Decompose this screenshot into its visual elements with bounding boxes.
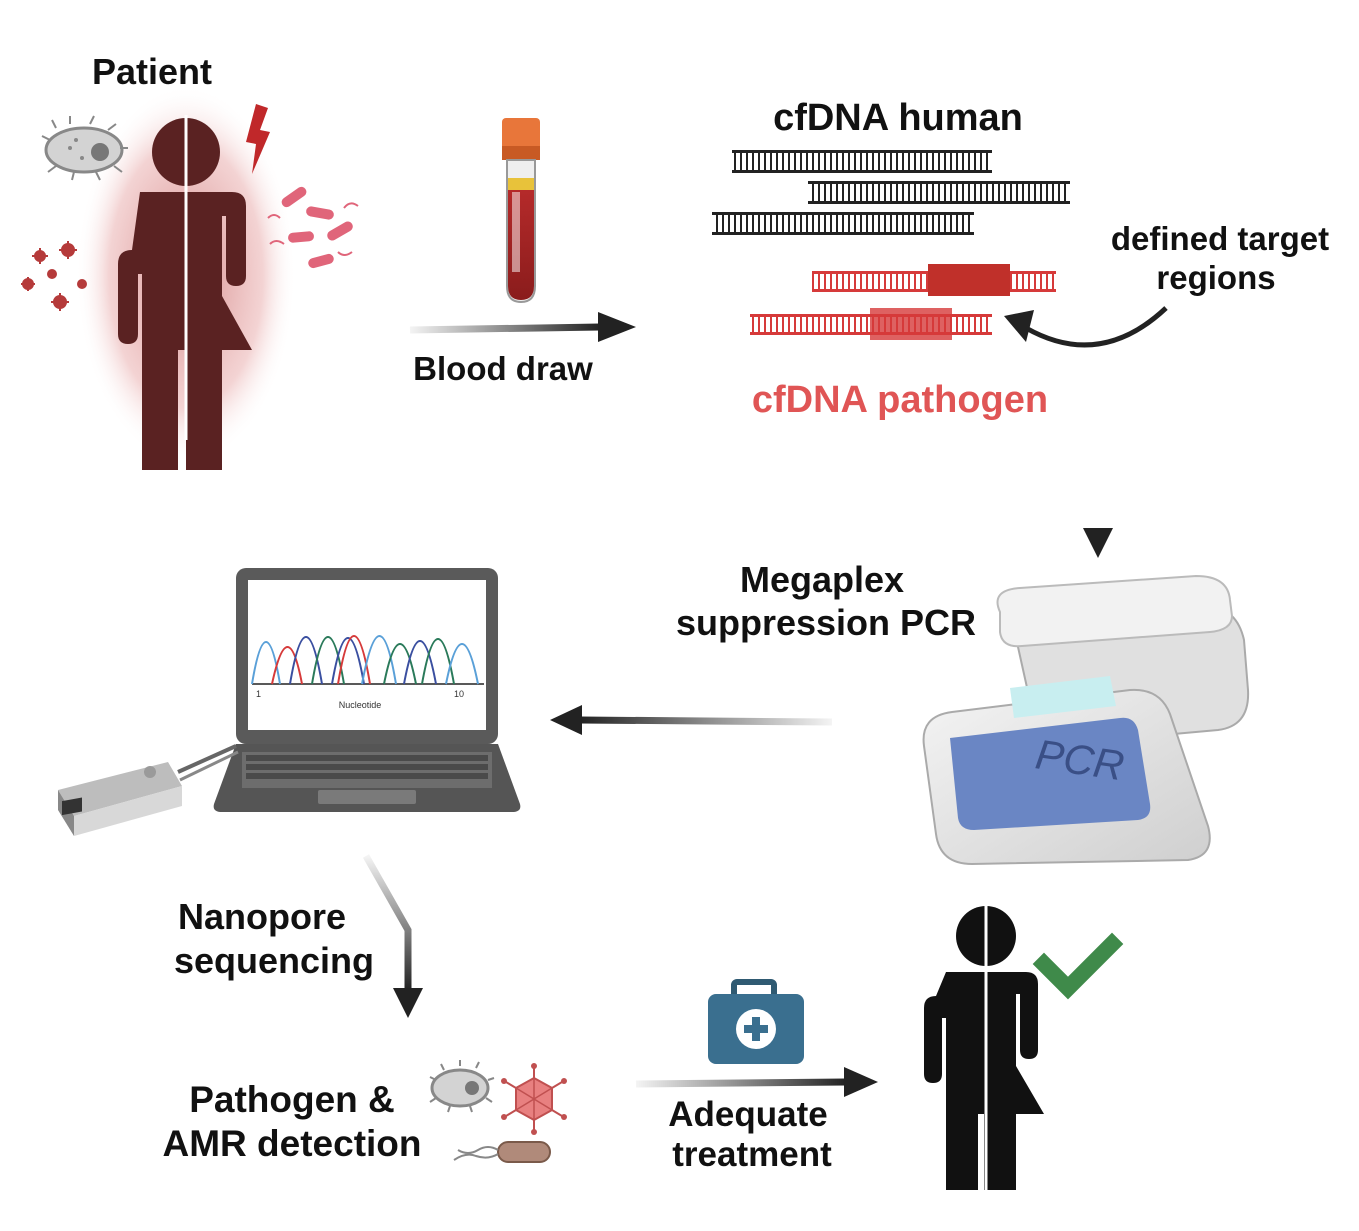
- blood-draw-label: Blood draw: [413, 350, 593, 387]
- detected-bacterium-icon: [453, 1141, 551, 1163]
- pcr-machine-icon: PCR: [922, 574, 1250, 866]
- arrow-laptop-to-detection: [362, 854, 423, 1018]
- lightning-icon: [246, 104, 270, 174]
- pathogen-label-line2: AMR detection: [163, 1123, 422, 1164]
- healthy-patient-figure: [924, 904, 1044, 1200]
- pathogen-dna-strands: [750, 264, 1056, 340]
- defined-target-label-line1: defined target: [1111, 220, 1329, 257]
- arrow-pcr-to-laptop: [550, 705, 833, 735]
- virus-cluster-icon: [21, 241, 87, 311]
- arrow-to-treatment: [635, 1067, 878, 1097]
- detected-virus-icon: [501, 1063, 567, 1135]
- checkmark-icon: [1032, 932, 1124, 1000]
- chromatogram-axis-label: Nucleotide: [339, 700, 382, 710]
- blood-tube-icon: [502, 118, 540, 304]
- bacteria-icon: [267, 186, 359, 269]
- cfdna-human-title: cfDNA human: [773, 97, 1023, 139]
- detected-parasite-icon: [429, 1060, 495, 1113]
- treatment-label-line1: Adequate: [668, 1095, 827, 1134]
- nanopore-device-icon: [58, 744, 239, 836]
- nanopore-label-line1: Nanopore: [178, 896, 346, 937]
- human-dna-strands: [712, 150, 1070, 235]
- treatment-label-line2: treatment: [672, 1135, 832, 1174]
- pathogen-label-line1: Pathogen &: [189, 1079, 395, 1120]
- medical-kit-icon: [708, 979, 804, 1064]
- chromatogram-tick-end: 10: [454, 689, 464, 699]
- parasite-cell-icon: [41, 115, 128, 181]
- chromatogram-tick-start: 1: [256, 689, 261, 699]
- sick-patient-figure: [76, 85, 296, 470]
- down-arrow-to-pcr: [1083, 418, 1113, 558]
- patient-title: Patient: [92, 51, 212, 92]
- target-region-arrow: [1004, 306, 1168, 348]
- cfdna-pathogen-title: cfDNA pathogen: [752, 379, 1048, 421]
- megaplex-label-line1: Megaplex: [740, 559, 904, 600]
- laptop-icon: [213, 568, 521, 812]
- blood-draw-arrow: [409, 312, 636, 342]
- chromatogram: 1 10 Nucleotide: [251, 635, 484, 710]
- megaplex-label-line2: suppression PCR: [676, 602, 976, 643]
- defined-target-label-line2: regions: [1156, 259, 1275, 296]
- nanopore-label-line2: sequencing: [174, 940, 374, 981]
